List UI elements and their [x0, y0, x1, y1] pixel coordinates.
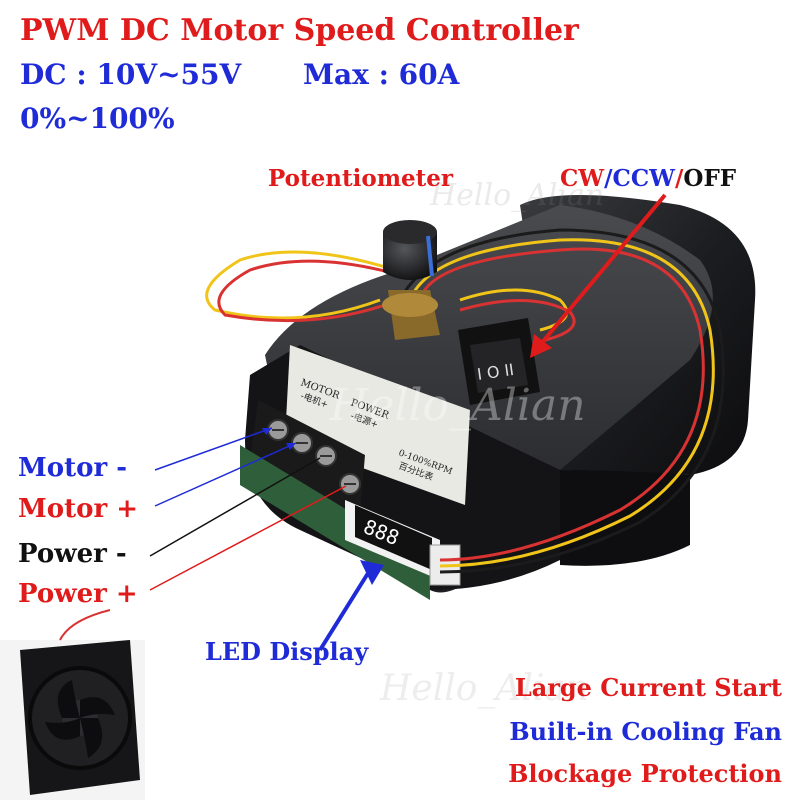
rocker-switch: I O II [458, 318, 540, 405]
label-cw: CW [560, 165, 605, 192]
feature-large-current: Large Current Start [514, 673, 782, 702]
front-label-plate: MOTOR -电机+ POWER -电源+ 0-100%RPM 百分比表 [285, 345, 470, 505]
led-display: 888 [345, 500, 440, 580]
pcb-edge [240, 445, 430, 600]
label-power-plus: Power + [18, 579, 138, 609]
potentiometer [382, 220, 440, 340]
watermark-bottom: Hello_Alian [379, 668, 589, 709]
feature-blockage: Blockage Protection [508, 759, 782, 788]
spec-voltage: DC : 10V~55V [20, 58, 242, 91]
label-motor-plus: Motor + [18, 494, 139, 524]
cooling-fan-photo [0, 609, 145, 800]
page-title: PWM DC Motor Speed Controller [20, 13, 579, 48]
label-slash-1: / [604, 165, 613, 192]
switch-marking: I O II [476, 360, 515, 384]
watermark-main: Hello_Alian [329, 380, 586, 431]
terminal-block [250, 400, 365, 515]
knob-stripe [426, 235, 434, 277]
callout-arrows [149, 193, 667, 652]
label-ccw: CCW [612, 165, 675, 192]
spec-current: Max : 60A [303, 58, 460, 91]
spec-range: 0%~100% [20, 102, 175, 135]
watermark-top: Hello_Alian [429, 178, 604, 213]
label-switch-modes: CW/CCW/OFF [560, 167, 736, 190]
label-potentiometer: Potentiometer [268, 165, 454, 192]
label-slash-2: / [675, 165, 684, 192]
label-power-minus: Power - [18, 539, 127, 569]
label-led-display: LED Display [205, 637, 369, 666]
feature-cooling-fan: Built-in Cooling Fan [509, 717, 782, 746]
wire-harness [205, 228, 725, 574]
label-motor-minus: Motor - [18, 453, 128, 483]
label-off: OFF [683, 165, 737, 192]
